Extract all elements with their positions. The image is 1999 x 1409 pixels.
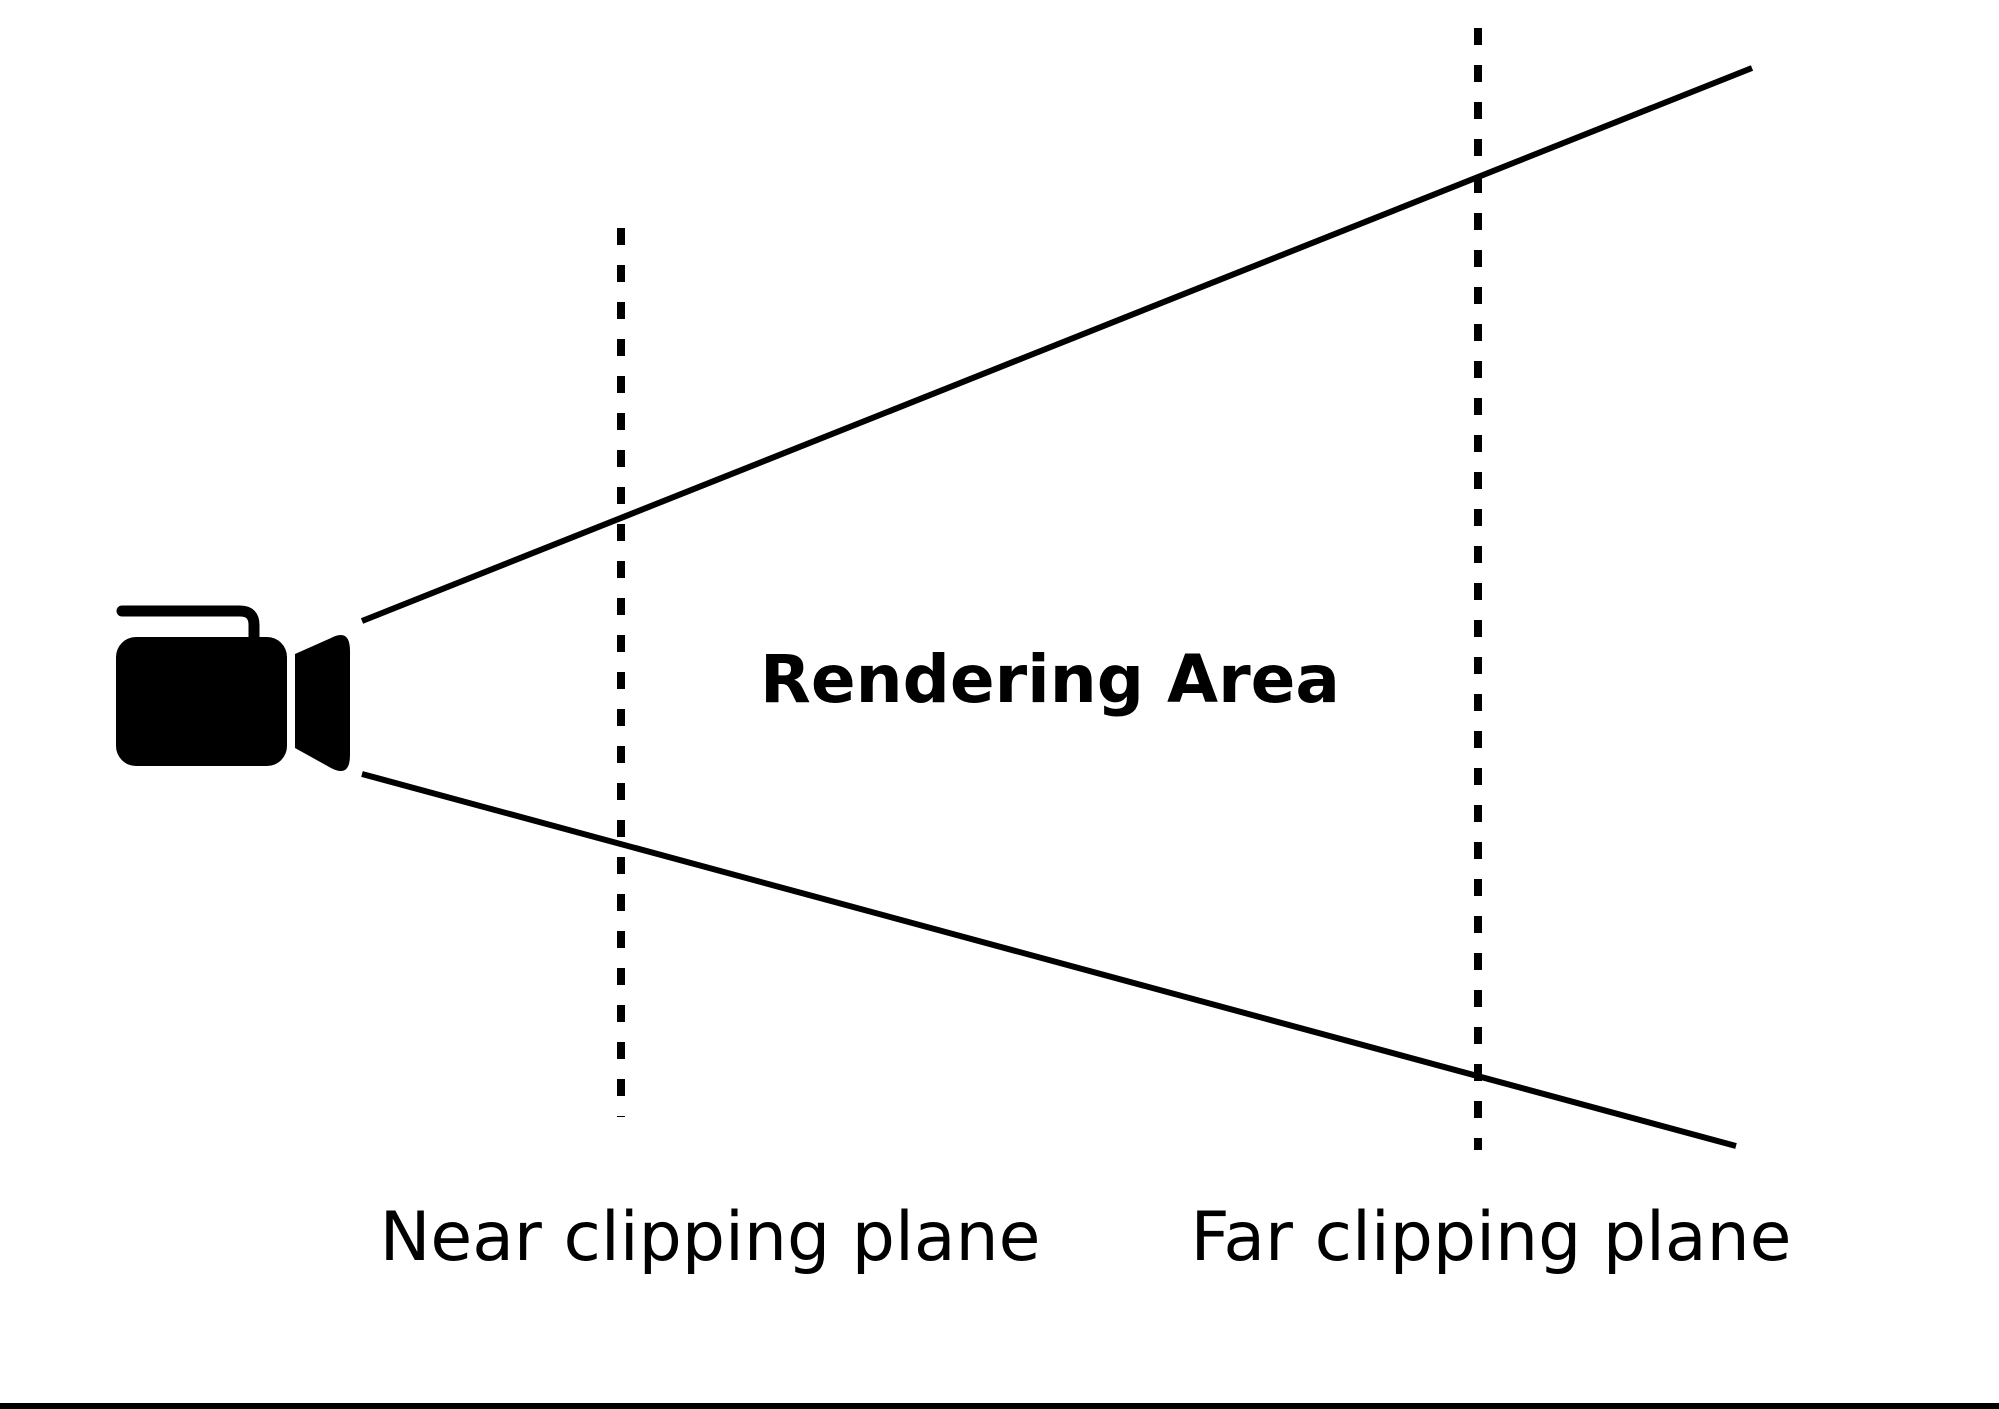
upper-frustum-line: [360, 65, 1754, 624]
near-clipping-plane-label: Near clipping plane: [380, 1198, 1041, 1277]
camera-handle: [116, 605, 260, 647]
camera-lens: [295, 634, 350, 772]
bottom-border-line: [0, 1403, 1999, 1409]
video-camera-icon: [116, 605, 350, 772]
lower-frustum-line: [361, 771, 1737, 1149]
rendering-area-label: Rendering Area: [760, 641, 1340, 718]
far-clipping-plane-label: Far clipping plane: [1190, 1198, 1791, 1277]
camera-body: [116, 637, 287, 766]
